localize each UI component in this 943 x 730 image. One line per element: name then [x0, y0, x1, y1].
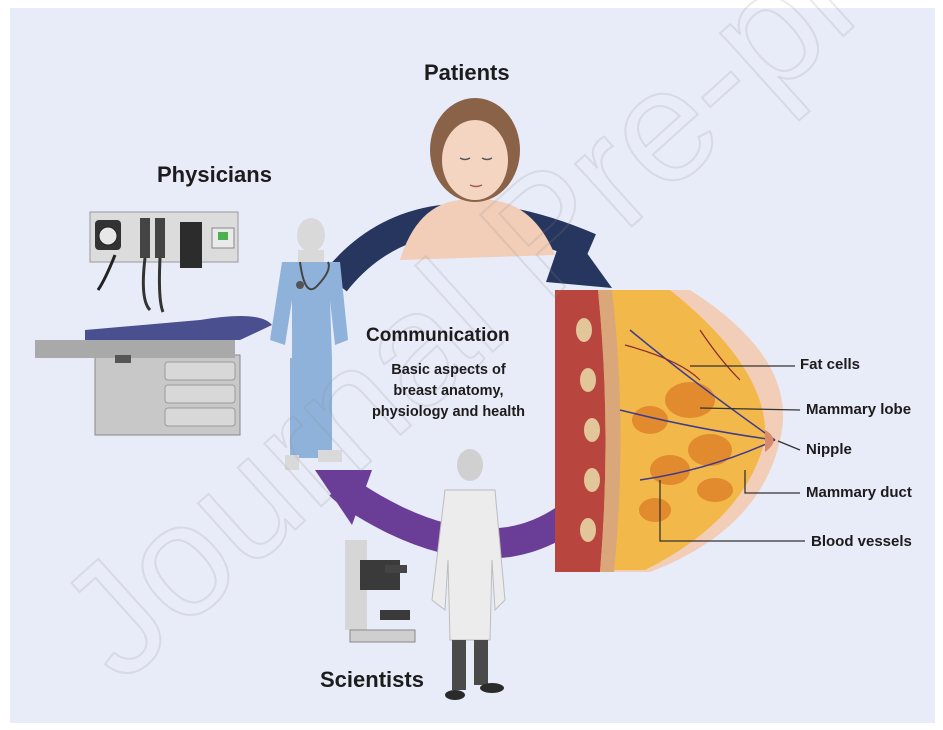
- breast-anatomy-diagram: [555, 290, 784, 572]
- scientists-label: Scientists: [320, 667, 424, 692]
- patient-figure: [400, 98, 555, 260]
- patients-label: Patients: [424, 60, 510, 85]
- anatomy-leader-lines: [659, 365, 805, 542]
- physicians-label: Physicians: [157, 162, 272, 187]
- description-text: Basic aspects of breast anatomy, physiol…: [366, 360, 531, 423]
- exam-room-equipment: [35, 211, 272, 436]
- mammary-lobe-label: Mammary lobe: [806, 401, 912, 418]
- nipple-label: Nipple: [806, 441, 852, 458]
- scientist-figure: [431, 449, 506, 700]
- fat-cells-label: Fat cells: [800, 356, 861, 373]
- physician-figure: [270, 218, 348, 470]
- blood-vessels-label: Blood vessels: [811, 533, 912, 550]
- description-line-1: Basic aspects of: [391, 362, 506, 378]
- communication-label: Communication: [366, 325, 510, 346]
- description-line-3: physiology and health: [371, 404, 526, 420]
- microscope: [345, 540, 416, 643]
- mammary-duct-label: Mammary duct: [806, 484, 912, 501]
- description-line-2: breast anatomy,: [393, 383, 504, 399]
